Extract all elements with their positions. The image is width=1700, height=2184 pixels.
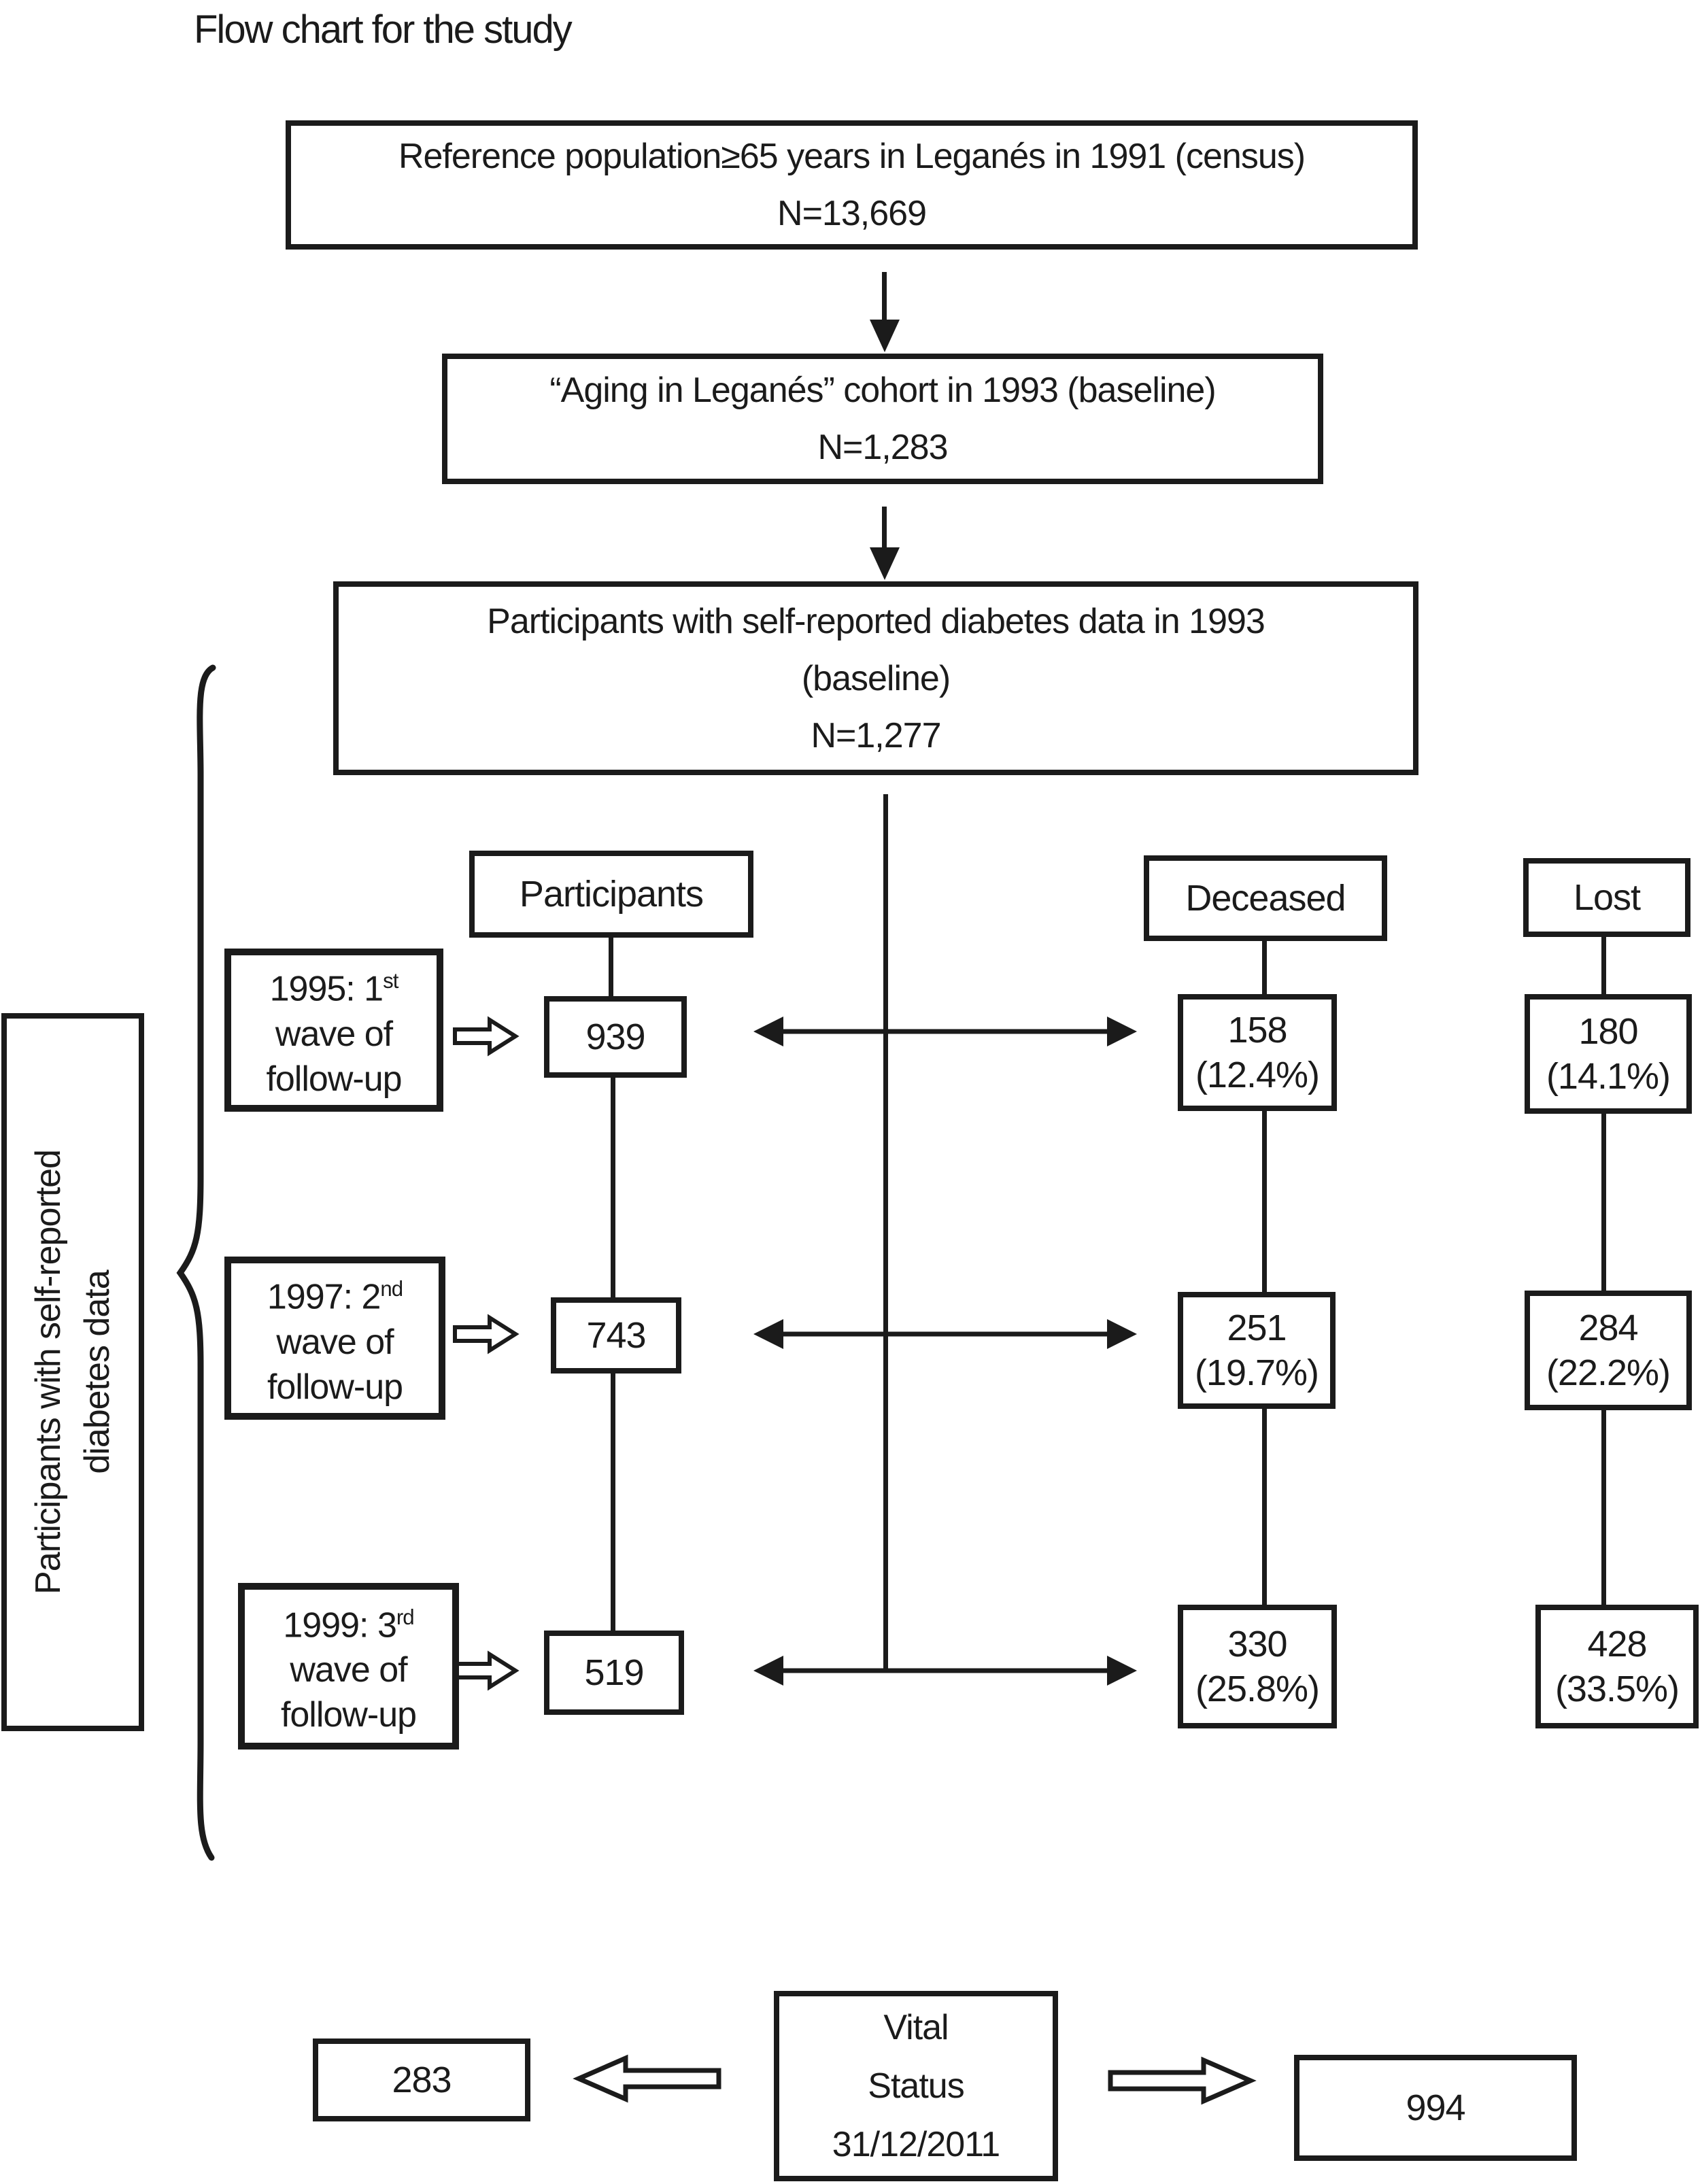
lost-pct: (33.5%) <box>1554 1669 1680 1709</box>
lost-count-box: 180 (14.1%) <box>1525 994 1692 1114</box>
side-label-text: Participants with self-reported diabetes… <box>24 1019 122 1726</box>
lost-count-box: 284 (22.2%) <box>1525 1291 1692 1410</box>
census-n: N=13,669 <box>777 194 927 233</box>
baseline-text2: (baseline) <box>801 658 951 698</box>
block-arrow-right-icon <box>1108 2056 1257 2105</box>
baseline-text: Participants with self-reported diabetes… <box>487 601 1265 641</box>
wave-label-box-1999: 1999: 3rd wave of follow-up <box>238 1583 459 1750</box>
lost-header-box: Lost <box>1523 858 1690 937</box>
cohort-text: “Aging in Leganés” cohort in 1993 (basel… <box>549 371 1216 410</box>
baseline-box: Participants with self-reported diabetes… <box>333 581 1418 775</box>
connector-line <box>611 1078 615 1297</box>
wave-label-line3: follow-up <box>267 1367 403 1407</box>
wave-label-box-1997: 1997: 2nd wave of follow-up <box>224 1257 445 1420</box>
connector-line <box>1262 1111 1267 1292</box>
baseline-n: N=1,277 <box>811 715 941 755</box>
lost-pct: (22.2%) <box>1546 1352 1671 1393</box>
connector-line <box>882 272 887 322</box>
deceased-count-box: 330 (25.8%) <box>1178 1605 1337 1728</box>
participants-count: 743 <box>586 1315 646 1356</box>
down-arrow-icon <box>870 320 900 352</box>
lost-count: 180 <box>1578 1011 1638 1052</box>
deceased-pct: (25.8%) <box>1195 1669 1320 1709</box>
vital-status-line1: Vital <box>883 2008 949 2047</box>
connector-line <box>1601 1410 1606 1605</box>
census-text: Reference population≥65 years in Leganés… <box>398 137 1306 176</box>
side-label-line2: diabetes data <box>78 1270 117 1474</box>
double-arrow-icon <box>753 1319 1137 1349</box>
lost-pct: (14.1%) <box>1546 1056 1671 1097</box>
wave-label-line3: follow-up <box>280 1695 417 1735</box>
vital-left-count: 283 <box>392 2060 452 2100</box>
lost-count-box: 428 (33.5%) <box>1535 1605 1699 1728</box>
deceased-header-label: Deceased <box>1185 878 1346 919</box>
deceased-pct: (12.4%) <box>1195 1055 1320 1095</box>
double-arrow-icon <box>753 1017 1137 1046</box>
center-divider-line <box>883 794 888 1671</box>
side-label-line1: Participants with self-reported <box>29 1150 68 1594</box>
connector-line <box>1262 941 1267 994</box>
vital-status-line3: 31/12/2011 <box>832 2125 1000 2164</box>
ordinal-suffix: rd <box>396 1605 415 1629</box>
lost-count: 428 <box>1587 1624 1647 1665</box>
cohort-n: N=1,283 <box>817 428 948 467</box>
wave-label-box-1995: 1995: 1st wave of follow-up <box>224 949 443 1112</box>
ordinal-suffix: st <box>383 969 398 993</box>
participants-header-label: Participants <box>519 874 704 915</box>
connector-line <box>611 1373 615 1631</box>
block-arrow-left-icon <box>573 2054 721 2103</box>
participants-count-box: 519 <box>544 1631 684 1715</box>
deceased-header-box: Deceased <box>1144 855 1387 941</box>
down-arrow-icon <box>870 547 900 580</box>
ordinal-suffix: nd <box>380 1277 403 1301</box>
participants-count-box: 743 <box>551 1297 681 1373</box>
wave-label-line2: wave of <box>275 1014 393 1054</box>
deceased-count: 251 <box>1227 1308 1287 1348</box>
wave-label-line3: follow-up <box>266 1059 402 1099</box>
connector-line <box>1262 1409 1267 1605</box>
connector-line <box>1601 937 1606 994</box>
deceased-count: 158 <box>1227 1010 1287 1051</box>
connector-line <box>609 938 613 998</box>
deceased-count: 330 <box>1227 1624 1287 1665</box>
page-title: Flow chart for the study <box>194 7 573 52</box>
double-arrow-icon <box>753 1656 1137 1686</box>
vital-right-count-box: 994 <box>1294 2055 1577 2161</box>
curly-brace-icon <box>176 664 216 1861</box>
connector-line <box>1601 1114 1606 1291</box>
wave-label-line2: wave of <box>276 1322 394 1362</box>
participants-count: 519 <box>584 1652 644 1693</box>
block-arrow-right-icon <box>453 1016 520 1057</box>
vital-left-count-box: 283 <box>313 2038 530 2121</box>
deceased-count-box: 251 (19.7%) <box>1178 1292 1336 1409</box>
vital-status-line2: Status <box>868 2066 964 2106</box>
wave-label-line1: 1995: 1st <box>269 969 399 1009</box>
vital-right-count: 994 <box>1406 2087 1465 2128</box>
participants-count: 939 <box>585 1017 645 1057</box>
participants-header-box: Participants <box>469 851 753 938</box>
wave-label-line2: wave of <box>290 1650 407 1690</box>
block-arrow-right-icon <box>453 1314 520 1354</box>
deceased-count-box: 158 (12.4%) <box>1178 994 1337 1111</box>
cohort-box: “Aging in Leganés” cohort in 1993 (basel… <box>442 354 1323 484</box>
connector-line <box>882 507 887 550</box>
participants-count-box: 939 <box>544 996 687 1078</box>
census-box: Reference population≥65 years in Leganés… <box>286 120 1418 250</box>
lost-count: 284 <box>1578 1308 1638 1348</box>
side-label-box: Participants with self-reported diabetes… <box>1 1013 144 1731</box>
vital-status-box: Vital Status 31/12/2011 <box>774 1991 1058 2181</box>
deceased-pct: (19.7%) <box>1194 1352 1319 1393</box>
lost-header-label: Lost <box>1573 877 1641 918</box>
wave-label-line1: 1997: 2nd <box>267 1277 403 1317</box>
block-arrow-right-icon <box>453 1650 520 1691</box>
wave-label-line1: 1999: 3rd <box>283 1605 415 1645</box>
